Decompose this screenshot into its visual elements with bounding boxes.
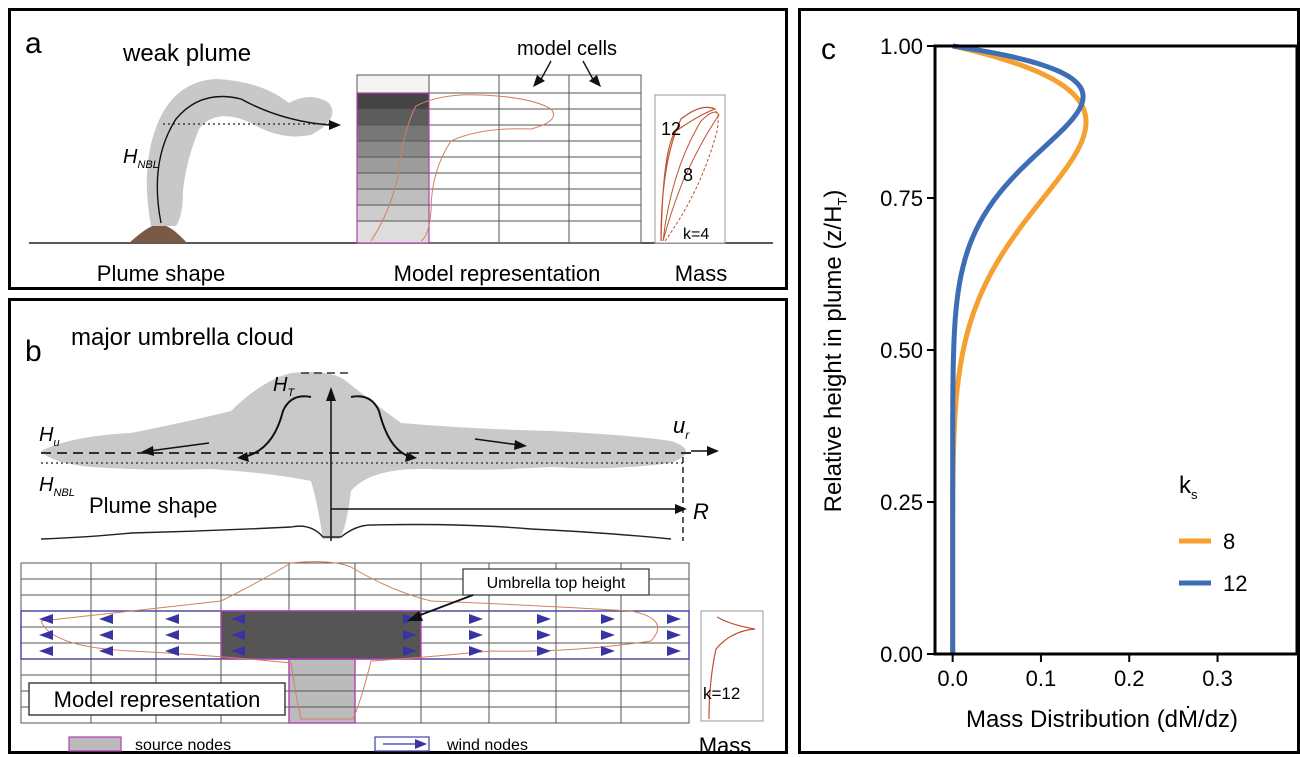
legend-label-8: 8 xyxy=(1223,529,1235,554)
plume-outline-overlay-a xyxy=(370,94,554,242)
model-cells-label: model cells xyxy=(517,38,617,60)
x-axis-ticks: 0.0 0.1 0.2 0.3 xyxy=(937,654,1233,691)
mass-label-8: 8 xyxy=(683,165,693,185)
plume-centerline xyxy=(156,95,330,224)
model-repr-label-b: Model representation xyxy=(54,687,261,712)
model-repr-box-b xyxy=(28,682,286,716)
weak-plume-shape xyxy=(146,79,333,226)
panel-c: c 0.00 0.25 0.50 0.75 1.00 0.0 0.1 0.2 0.3 Mass… xyxy=(798,8,1300,754)
plot-frame xyxy=(933,44,1299,656)
series-line-8 xyxy=(950,43,1089,654)
mass-curve-k12 xyxy=(708,616,756,720)
model-grid-a xyxy=(356,74,642,244)
central-updraft-arrowhead xyxy=(326,387,336,401)
model-repr-label-a: Model representation xyxy=(394,261,601,286)
panel-a-title: weak plume xyxy=(122,40,251,67)
panel-c-letter: c xyxy=(821,33,836,66)
ground-line-b xyxy=(40,523,672,540)
left-flow-arrow xyxy=(148,442,210,452)
umbrella-top-label: Umbrella top height xyxy=(487,575,626,592)
umbrella-top-arrow xyxy=(414,594,474,618)
umbrella-top-arrowhead xyxy=(407,611,423,621)
wind-node-arrows xyxy=(39,614,681,656)
plume-outline-overlay-b xyxy=(40,561,659,720)
right-spread-arrowhead xyxy=(405,452,417,462)
mass-label-b: Mass xyxy=(699,733,752,757)
y-axis-ticks: 0.00 0.25 0.50 0.75 1.00 xyxy=(880,34,935,667)
x-axis-label: Mass Distribution (dṀ/dz) xyxy=(966,706,1238,733)
left-spread-curve xyxy=(242,395,312,458)
series-line-12 xyxy=(950,43,1086,654)
plume-shape-label-b: Plume shape xyxy=(89,493,217,518)
x-tick-label: 0.1 xyxy=(1026,666,1057,691)
y-tick-label: 0.50 xyxy=(880,338,923,363)
u-r-arrowhead xyxy=(707,446,719,456)
x-tick-label: 0.0 xyxy=(937,666,968,691)
source-nodes-label: source nodes xyxy=(135,737,231,754)
h-nbl-label-b: HNBL xyxy=(39,474,75,499)
mass-label-a: Mass xyxy=(675,261,728,286)
mass-curve-4 xyxy=(664,106,719,242)
legend-title: ks xyxy=(1179,472,1198,502)
right-spread-curve xyxy=(350,395,412,458)
panel-a-figure: a weak plume HNBL Plume shape xyxy=(25,27,773,286)
plot-area xyxy=(950,43,1089,654)
source-nodes-swatch xyxy=(68,736,122,752)
right-flow-arrow xyxy=(474,438,520,446)
mass-curve-12 xyxy=(660,106,717,242)
r-label: R xyxy=(693,499,709,524)
mass-label-k4: k=4 xyxy=(683,226,709,243)
wind-nodes-label: wind nodes xyxy=(446,737,528,754)
mass-distribution-chart: c 0.00 0.25 0.50 0.75 1.00 0.0 0.1 0.2 0.3 Mass… xyxy=(820,33,1299,733)
mass-box-b xyxy=(700,610,764,722)
x-tick-label: 0.2 xyxy=(1114,666,1145,691)
right-flow-arrowhead xyxy=(514,440,527,450)
panel-a-letter: a xyxy=(25,27,42,60)
panel-a: a weak plume HNBL Plume shape xyxy=(8,8,788,290)
model-cells-arrowhead-left xyxy=(533,75,545,87)
mass-label-12: 12 xyxy=(661,119,681,139)
panel-b-letter: b xyxy=(25,335,42,368)
y-tick-label: 0.75 xyxy=(880,186,923,211)
plume-shape-label: Plume shape xyxy=(97,261,225,286)
panel-b-figure: b major umbrella cloud HT Hu HNBL Plume … xyxy=(20,324,764,757)
umbrella-top-callout-box xyxy=(462,568,650,596)
mass-label-k12: k=12 xyxy=(703,684,740,703)
y-tick-label: 0.25 xyxy=(880,490,923,515)
mass-curve-8 xyxy=(662,111,720,242)
radius-arrowhead xyxy=(675,504,687,514)
x-tick-label: 0.3 xyxy=(1202,666,1233,691)
umbrella-cloud-shape xyxy=(41,372,686,539)
chart-legend: 8 12 xyxy=(1179,529,1247,596)
y-tick-label: 1.00 xyxy=(880,34,923,59)
legend-label-12: 12 xyxy=(1223,571,1247,596)
h-t-label: HT xyxy=(273,374,295,399)
y-tick-label: 0.00 xyxy=(880,642,923,667)
h-nbl-label: HNBL xyxy=(123,146,159,171)
h-u-label: Hu xyxy=(39,424,60,449)
u-r-label: ur xyxy=(673,413,690,442)
left-flow-arrowhead xyxy=(141,446,154,456)
wind-nodes-swatch-arrow xyxy=(415,739,427,749)
y-axis-label: Relative height in plume (z/HT) xyxy=(820,190,850,513)
volcano-shape xyxy=(129,224,187,243)
panel-b: b major umbrella cloud HT Hu HNBL Plume … xyxy=(8,298,788,757)
model-cells-arrowhead-right xyxy=(589,75,601,87)
left-spread-arrowhead xyxy=(237,452,249,462)
panel-b-title: major umbrella cloud xyxy=(71,324,294,351)
plume-arrowhead xyxy=(329,120,341,130)
